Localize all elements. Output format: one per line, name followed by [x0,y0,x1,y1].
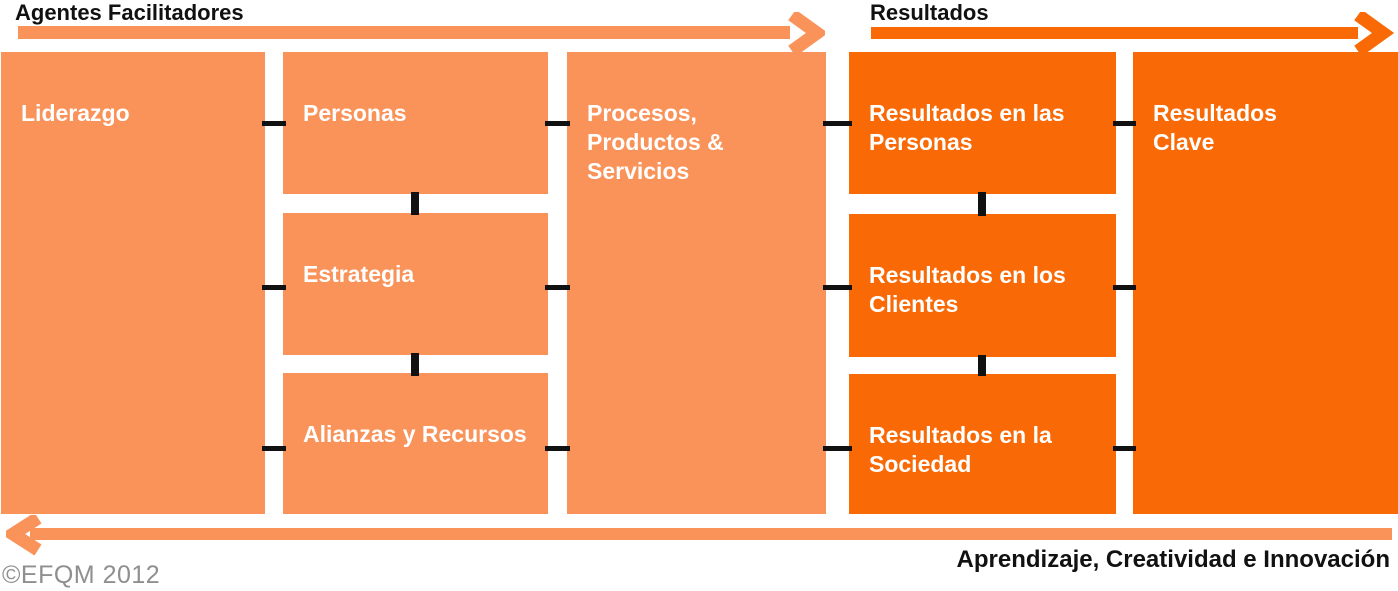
learning-arrow-bar [30,528,1392,540]
enablers-arrow [18,12,825,54]
box-alianzas-recursos-label: Alianzas y Recursos [303,420,527,447]
connector-personas-estrategia [411,192,419,215]
left-arrow-head-icon [6,515,42,556]
box-resultados-sociedad-label: Resultados en la Sociedad [869,421,1052,477]
box-resultados-sociedad: Resultados en la Sociedad [849,374,1116,514]
box-resultados-clave: Resultados Clave [1133,52,1398,514]
box-alianzas-recursos: Alianzas y Recursos [283,373,548,514]
learning-innovation-label: Aprendizaje, Creatividad e Innovación [956,546,1390,573]
connector-procesos-res-sociedad [823,446,852,451]
right-arrow-head-icon [1354,12,1395,54]
box-estrategia-label: Estrategia [303,260,415,287]
box-resultados-clientes-label: Resultados en los Clientes [869,261,1066,317]
connector-personas-procesos [545,121,570,126]
right-arrow-head-icon [788,12,825,54]
results-section-title: Resultados [870,0,989,25]
box-resultados-personas-label: Resultados en las Personas [869,99,1065,155]
connector-procesos-res-personas [823,121,852,126]
box-personas-label: Personas [303,99,407,126]
box-resultados-clave-label: Resultados Clave [1153,99,1277,155]
box-estrategia: Estrategia [283,213,548,355]
box-procesos-label: Procesos, Productos & Servicios [587,99,724,184]
box-personas: Personas [283,52,548,194]
connector-procesos-res-clientes [823,285,852,290]
connector-res-sociedad-clave [1113,446,1136,451]
box-liderazgo-label: Liderazgo [21,99,130,126]
results-arrow-bar [871,27,1358,39]
connector-alianzas-procesos [545,446,570,451]
connector-estrategia-alianzas [411,353,419,376]
connector-liderazgo-alianzas [262,446,286,451]
connector-res-clientes-sociedad [978,355,986,376]
results-arrow [871,12,1395,54]
enablers-arrow-bar [18,26,790,39]
connector-estrategia-procesos [545,285,570,290]
box-liderazgo: Liderazgo [1,52,265,514]
box-resultados-personas: Resultados en las Personas [849,52,1116,194]
connector-res-personas-clientes [978,192,986,216]
enablers-section-title: Agentes Facilitadores [15,0,244,25]
box-procesos-productos-servicios: Procesos, Productos & Servicios [567,52,826,514]
learning-arrow [6,515,1392,556]
connector-res-clientes-clave [1113,285,1136,290]
connector-liderazgo-estrategia [262,285,286,290]
copyright-text: ©EFQM 2012 [2,561,161,589]
box-resultados-clientes: Resultados en los Clientes [849,214,1116,357]
connector-liderazgo-personas [262,121,286,126]
connector-res-personas-clave [1113,121,1136,126]
